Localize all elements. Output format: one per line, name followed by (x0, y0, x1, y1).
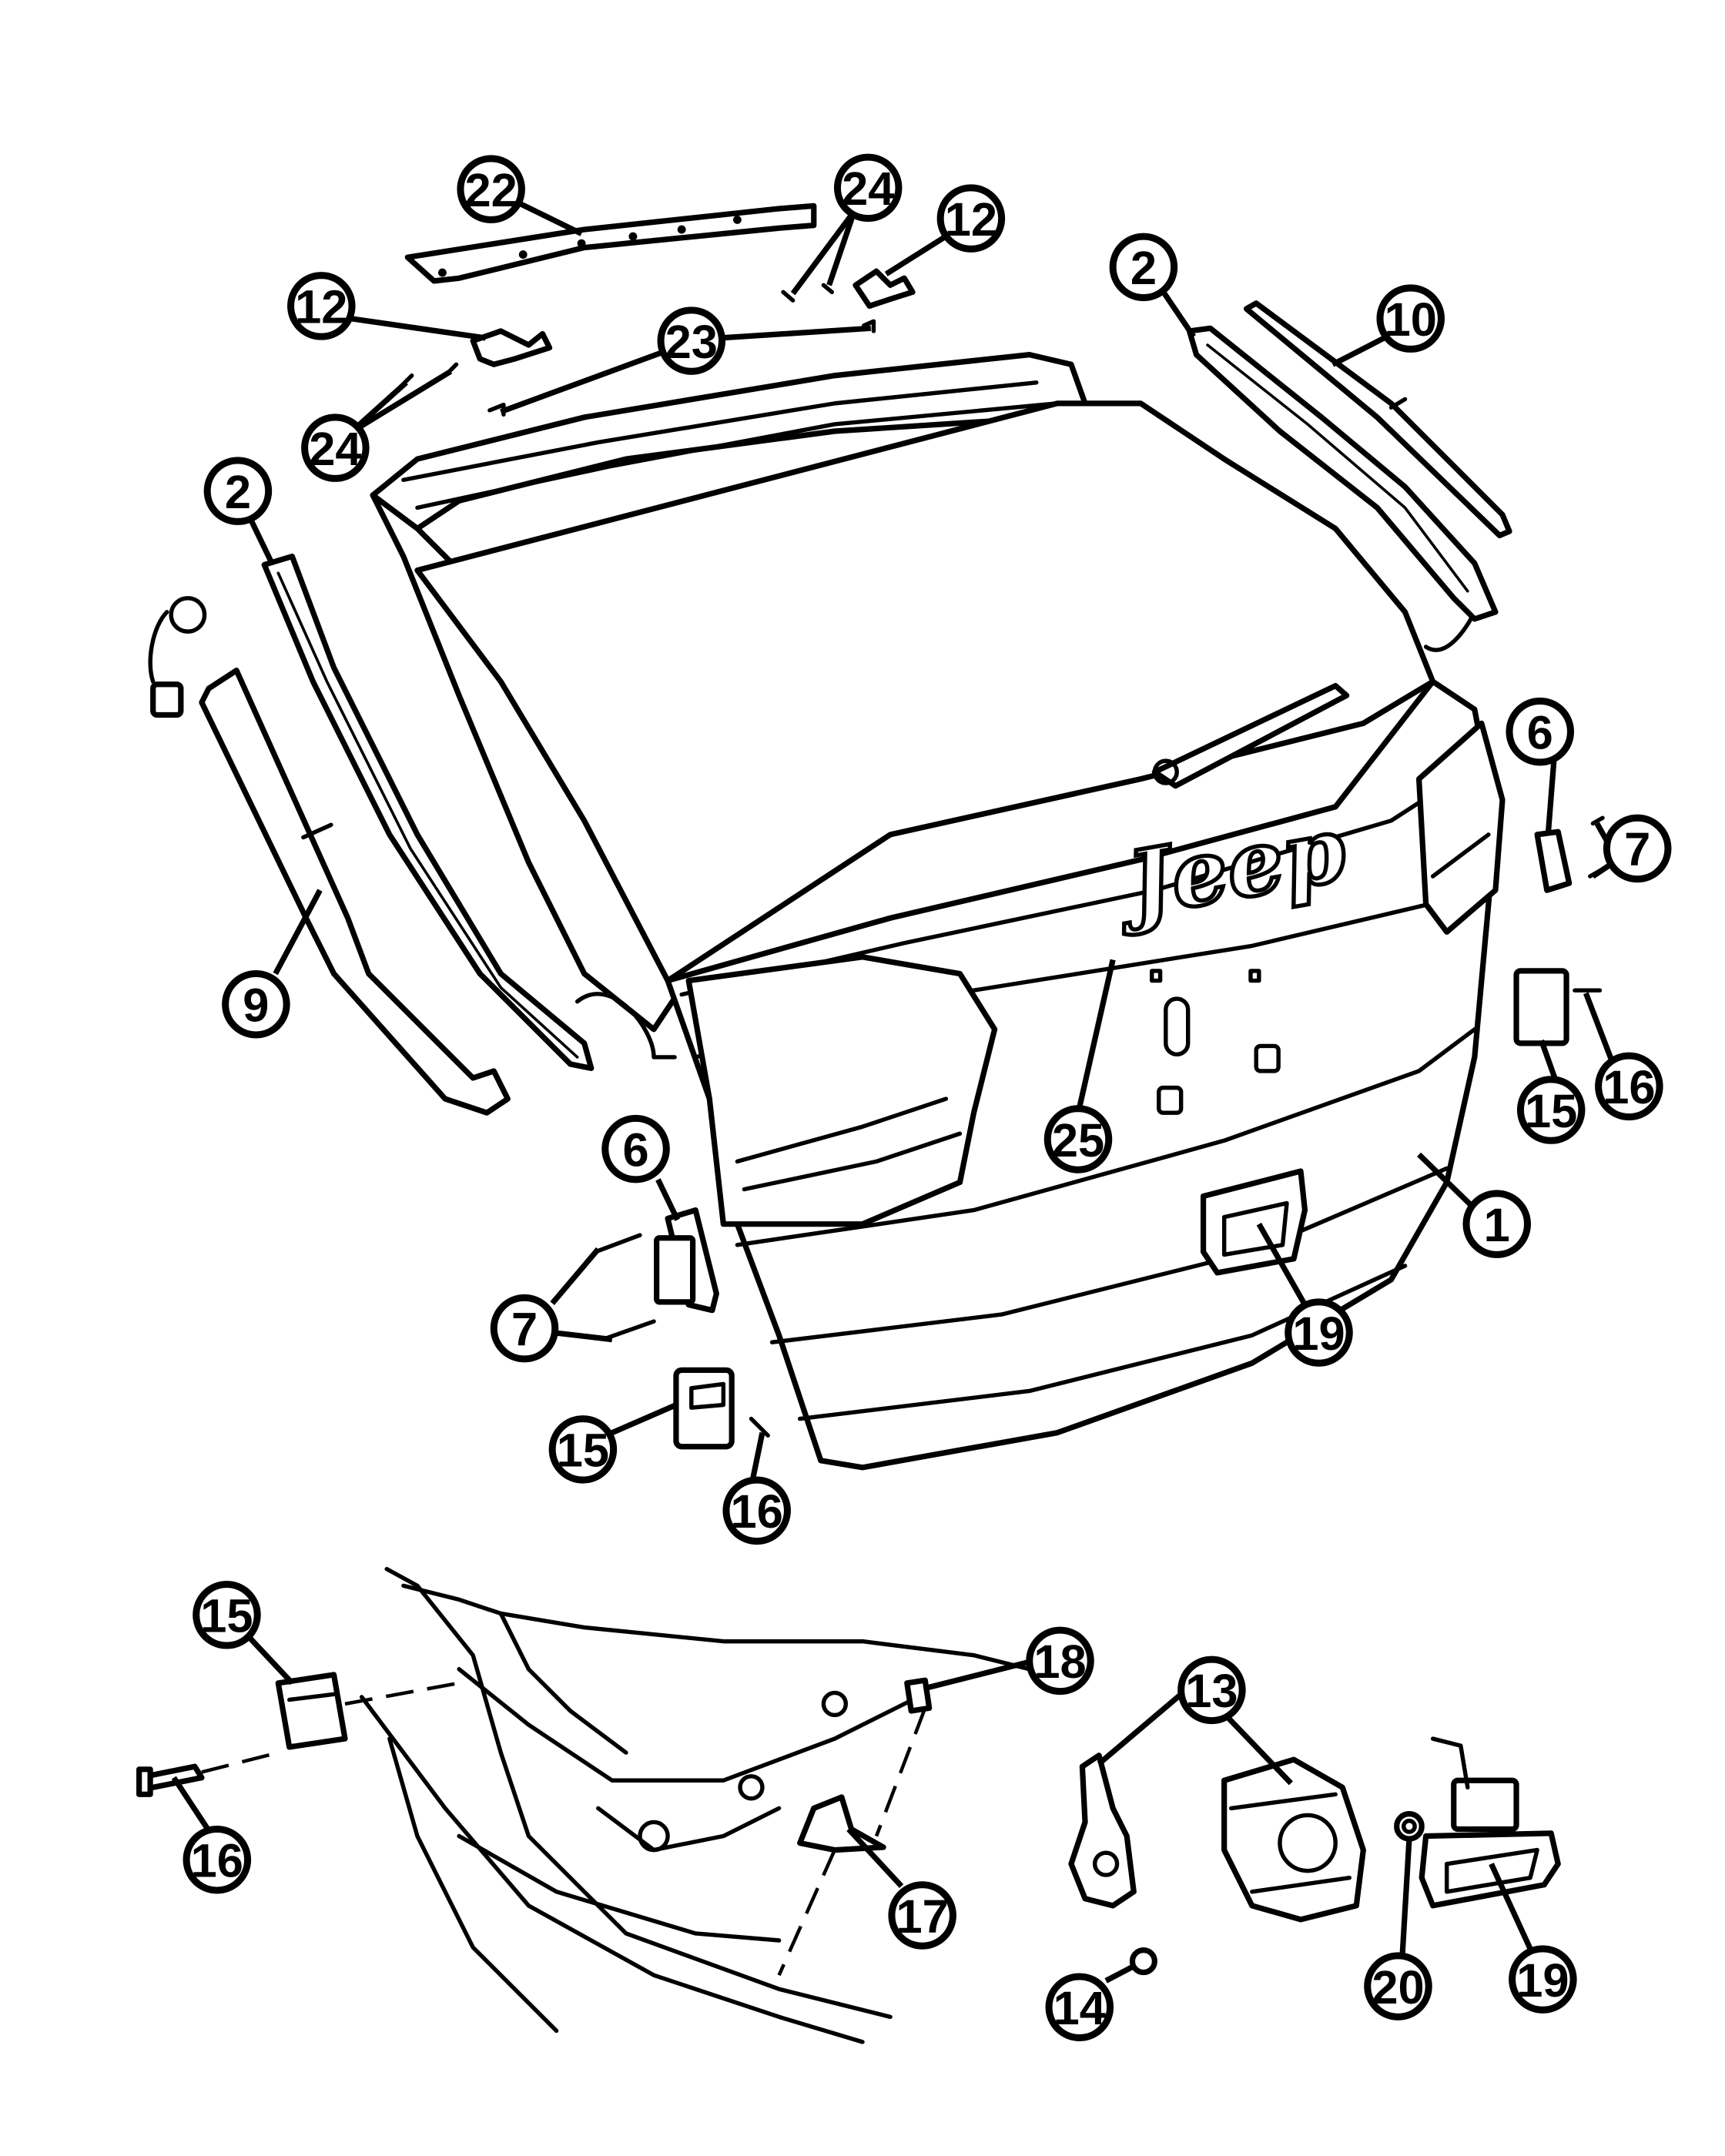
svg-text:23: 23 (665, 316, 718, 369)
callout-17: 17 (888, 1881, 956, 1950)
leader-lines (171, 200, 1614, 1984)
callout-19-top: 19 (1285, 1298, 1353, 1367)
svg-text:14: 14 (1053, 1982, 1106, 2035)
svg-text:19: 19 (1292, 1307, 1345, 1361)
svg-text:7: 7 (1624, 823, 1650, 876)
svg-text:1: 1 (1484, 1199, 1510, 1252)
callout-20: 20 (1364, 1952, 1432, 2020)
svg-text:20: 20 (1372, 1961, 1424, 2014)
svg-text:15: 15 (557, 1424, 609, 1478)
callout-18: 18 (1026, 1626, 1094, 1696)
callout-23: 23 (657, 306, 726, 375)
callout-7-right: 7 (1603, 814, 1672, 883)
callout-14: 14 (1045, 1973, 1114, 2041)
callout-12-left: 12 (287, 272, 356, 340)
latch-parts (1068, 1736, 1561, 1976)
callout-16-right: 16 (1595, 1052, 1663, 1121)
svg-text:10: 10 (1385, 293, 1437, 346)
svg-text:16: 16 (731, 1485, 783, 1538)
callout-15-detail: 15 (193, 1581, 261, 1649)
callout-19-detail: 19 (1509, 1945, 1577, 2014)
side-parts (593, 815, 1605, 1450)
svg-text:6: 6 (1527, 707, 1553, 760)
right-upper-parts (1186, 300, 1512, 622)
svg-text:24: 24 (842, 162, 894, 216)
svg-text:6: 6 (622, 1123, 648, 1177)
callout-12-right: 12 (936, 184, 1006, 253)
svg-text:9: 9 (243, 979, 269, 1033)
svg-text:7: 7 (511, 1303, 538, 1356)
svg-text:2: 2 (225, 466, 251, 519)
svg-text:19: 19 (1516, 1954, 1569, 2007)
callout-2-right: 2 (1109, 233, 1178, 302)
callout-15-right: 15 (1516, 1076, 1586, 1144)
callout-25: 25 (1043, 1105, 1113, 1173)
svg-text:16: 16 (191, 1835, 243, 1888)
callout-9: 9 (222, 970, 290, 1039)
callout-6-left: 6 (601, 1114, 670, 1183)
callout-15-left: 15 (548, 1415, 618, 1484)
callout-24-top: 24 (833, 153, 903, 223)
callouts: 22 24 12 12 23 24 2 10 2 9 6 7 15 16 25 … (183, 153, 1672, 2041)
svg-text:25: 25 (1052, 1114, 1104, 1167)
svg-text:16: 16 (1603, 1061, 1655, 1114)
upper-parts (398, 203, 916, 417)
svg-text:2: 2 (1130, 242, 1157, 295)
callout-2-left: 2 (203, 457, 273, 525)
svg-text:15: 15 (1525, 1085, 1577, 1138)
svg-text:22: 22 (465, 164, 518, 217)
svg-text:24: 24 (309, 423, 361, 476)
svg-text:18: 18 (1033, 1635, 1086, 1689)
callout-13: 13 (1177, 1656, 1246, 1725)
callout-6-right: 6 (1506, 697, 1574, 766)
callout-7-left: 7 (490, 1294, 559, 1363)
svg-text:17: 17 (896, 1890, 949, 1943)
svg-text:12: 12 (945, 193, 997, 246)
callout-22: 22 (457, 155, 525, 223)
callout-16-detail: 16 (183, 1825, 252, 1894)
svg-text:15: 15 (200, 1590, 253, 1643)
callout-16-left: 16 (722, 1476, 791, 1545)
callout-1: 1 (1462, 1190, 1531, 1258)
callout-10: 10 (1376, 284, 1445, 353)
callout-24-left: 24 (301, 413, 370, 482)
svg-text:12: 12 (295, 281, 347, 334)
cargo-area-view (136, 1566, 1032, 2044)
svg-text:13: 13 (1185, 1665, 1238, 1718)
